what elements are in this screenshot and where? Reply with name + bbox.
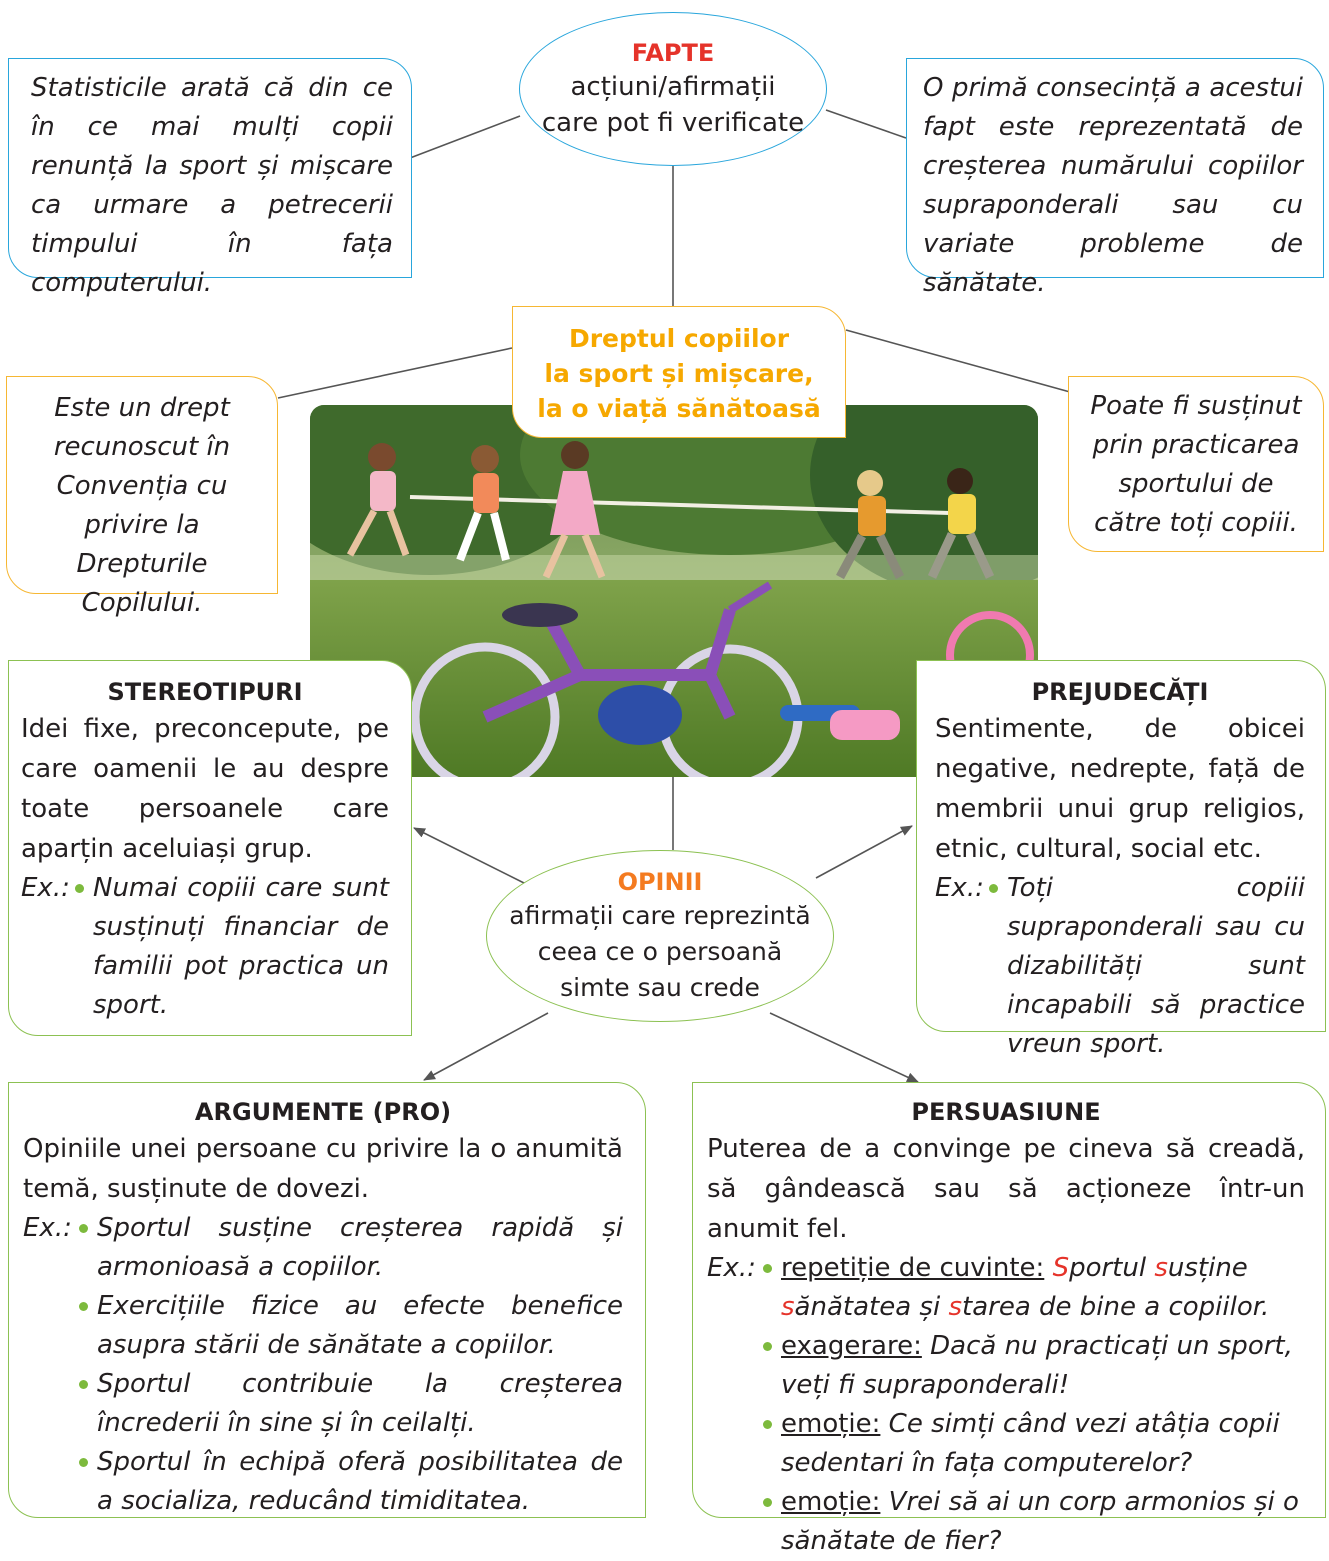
prejudecati-box: PREJUDECĂȚI Sentimente, de obicei negati… (916, 660, 1326, 1059)
fapte-ellipse: FAPTE acțiuni/afirmații care pot fi veri… (519, 12, 827, 166)
fapte-line1: acțiuni/afirmații (570, 72, 776, 102)
bullet-dot (79, 1380, 88, 1389)
prejudecati-example: Ex.: Toți copiii supraponderali sau cu d… (935, 869, 1305, 1064)
stereotipuri-ex-label: Ex.: (21, 873, 70, 903)
center-line2: la sport și mișcare, (544, 359, 814, 388)
connector-lines (277, 109, 1071, 1083)
persuasiune-item-emotion: emoție: Ce simți când vezi atâția copii … (759, 1405, 1305, 1483)
line-center-left (277, 347, 513, 399)
highlight-letter: S (1052, 1253, 1070, 1283)
argumente-list: Sportul susține creșterea rapidă și armo… (75, 1209, 623, 1521)
prejudecati-title: PREJUDECĂȚI (1031, 678, 1209, 706)
persuasiune-item-exaggeration: exagerare: Dacă nu practicați un sport, … (759, 1327, 1305, 1405)
argumente-item-text: Sportul contribuie la creșterea încreder… (97, 1369, 623, 1438)
opinii-title: OPINII (617, 868, 703, 896)
left-orange-box: Este un drept recunoscut în Convenția cu… (6, 376, 278, 618)
persuasiune-text: Puterea de a convinge pe cineva să cread… (707, 1134, 1305, 1244)
persuasiune-item-text: ănătatea (794, 1292, 920, 1322)
stereotipuri-example-item: Numai copiii care sunt susținuți financi… (71, 869, 389, 1025)
fact-right-box: O primă consecință a acestui fapt este r… (906, 58, 1324, 298)
stereotipuri-title: STEREOTIPURI (107, 678, 303, 706)
persuasiune-title: PERSUASIUNE (911, 1098, 1101, 1126)
fact-left-text: Statisticile arată că din ce în ce mai m… (31, 73, 393, 298)
line-fapte-left (409, 115, 521, 159)
bullet-dot (989, 884, 998, 893)
persuasiune-item-text: Ce simți când vezi atâția copii sedentar… (781, 1409, 1280, 1478)
persuasiune-item-text: tarea de bine a copiilor. (962, 1292, 1270, 1322)
highlight-letter: s (781, 1292, 795, 1322)
child-figures (346, 441, 995, 580)
arrow-to-stereotipuri (413, 827, 527, 885)
bullet-dot (763, 1342, 772, 1351)
stereotipuri-example: Ex.: Numai copiii care sunt susținuți fi… (21, 869, 389, 1025)
bullet-dot (79, 1458, 88, 1467)
argumente-item-text: Exercițiile fizice au efecte benefice as… (97, 1291, 623, 1360)
stereotipuri-example-text: Numai copiii care sunt susținuți financi… (93, 873, 389, 1020)
arrow-to-prejudecati (815, 825, 913, 879)
prejudecati-text: Sentimente, de obicei negative, nedrepte… (935, 714, 1305, 864)
bullet-dot (75, 884, 84, 893)
argumente-ex-label: Ex.: (23, 1213, 72, 1243)
left-orange-text: Este un drept recunoscut în Convenția cu… (53, 393, 231, 618)
bullet-dot (763, 1498, 772, 1507)
persuasiune-item-label: emoție: (781, 1487, 881, 1517)
persuasiune-item-text: Dacă nu practicați un sport, veți fi sup… (781, 1331, 1293, 1400)
line-fapte-right (825, 109, 907, 139)
center-box: Dreptul copiilor la sport și mișcare, la… (512, 306, 846, 438)
argumente-examples: Ex.: Sportul susține creșterea rapidă și… (23, 1209, 623, 1521)
opinii-ellipse: OPINII afirmații care reprezintă ceea ce… (486, 850, 834, 1022)
arrow-to-argumente (423, 1012, 549, 1081)
persuasiune-item-repetition: repetiție de cuvinte: Sportul susține să… (759, 1249, 1305, 1327)
argumente-item-text: Sportul susține creșterea rapidă și armo… (97, 1213, 623, 1282)
argumente-box: ARGUMENTE (PRO) Opiniile unei persoane c… (8, 1082, 646, 1518)
center-line3: la o viață sănătoasă (537, 394, 821, 423)
fapte-title: FAPTE (631, 39, 715, 67)
persuasiune-item-label: exagerare: (781, 1331, 922, 1361)
highlight-letter: s (948, 1292, 962, 1322)
persuasiune-item-text: și (919, 1292, 949, 1322)
fact-right-text: O primă consecință a acestui fapt este r… (923, 73, 1303, 298)
argumente-item: Exercițiile fizice au efecte benefice as… (75, 1287, 623, 1365)
prejudecati-ex-label: Ex.: (935, 873, 984, 903)
bicycle (410, 581, 860, 777)
highlight-letter: s (1154, 1253, 1168, 1283)
bullet-dot (763, 1420, 772, 1429)
persuasiune-item-label: emoție: (781, 1409, 881, 1439)
opinii-line3: simte sau crede (560, 973, 760, 1002)
stereotipuri-text: Idei fixe, preconcepute, pe care oamenii… (21, 714, 389, 864)
persuasiune-item-text: portul (1069, 1253, 1155, 1283)
argumente-item: Sportul contribuie la creșterea încreder… (75, 1365, 623, 1443)
persuasiune-item-text: usține (1167, 1253, 1248, 1283)
persuasiune-item-label: repetiție de cuvinte: (781, 1253, 1045, 1283)
argumente-text: Opiniile unei persoane cu privire la o a… (23, 1134, 623, 1204)
persuasiune-item-emotion: emoție: Vrei să ai un corp armonios și o… (759, 1483, 1305, 1561)
persuasiune-box: PERSUASIUNE Puterea de a convinge pe cin… (692, 1082, 1326, 1556)
stereotipuri-box: STEREOTIPURI Idei fixe, preconcepute, pe… (8, 660, 412, 1036)
prejudecati-example-item: Toți copiii supraponderali sau cu dizabi… (985, 869, 1305, 1064)
opinii-line2: ceea ce o persoană (537, 937, 783, 966)
persuasiune-examples: Ex.: repetiție de cuvinte: Sportul susți… (707, 1249, 1305, 1561)
right-orange-box: Poate fi susținut prin practicarea sport… (1068, 376, 1324, 552)
fapte-line2: care pot fi verificate (541, 108, 805, 138)
bullet-dot (79, 1224, 88, 1233)
bullet-dot (763, 1264, 772, 1273)
line-center-right (845, 329, 1071, 393)
arrow-to-persuasiune (769, 1012, 919, 1083)
argumente-item-text: Sportul în echipă oferă posibilitatea de… (97, 1447, 623, 1516)
opinii-line1: afirmații care reprezintă (509, 901, 811, 930)
fact-left-box: Statisticile arată că din ce în ce mai m… (8, 58, 412, 298)
argumente-item: Sportul în echipă oferă posibilitatea de… (75, 1443, 623, 1521)
argumente-item: Sportul susține creșterea rapidă și armo… (75, 1209, 623, 1287)
center-line1: Dreptul copiilor (568, 324, 790, 353)
persuasiune-list: repetiție de cuvinte: Sportul susține să… (759, 1249, 1305, 1561)
prejudecati-example-text: Toți copiii supraponderali sau cu dizabi… (1007, 873, 1305, 1059)
bullet-dot (79, 1302, 88, 1311)
argumente-title: ARGUMENTE (PRO) (194, 1098, 452, 1126)
persuasiune-ex-label: Ex.: (707, 1253, 756, 1283)
right-orange-text: Poate fi susținut prin practicarea sport… (1090, 391, 1302, 538)
